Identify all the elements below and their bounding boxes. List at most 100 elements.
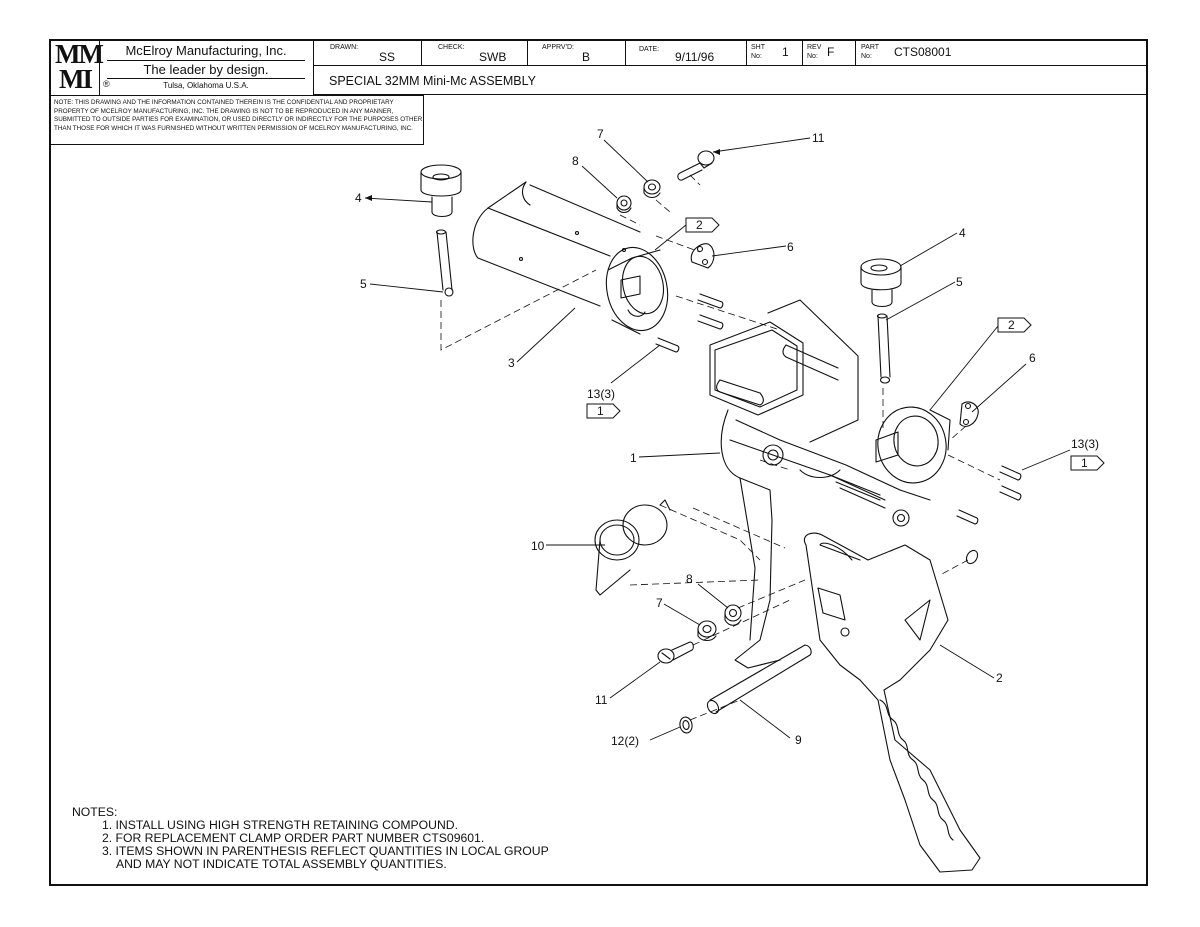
check-cell: CHECK: SWB — [422, 41, 528, 66]
callout-3: 3 — [508, 356, 515, 370]
callout-2-grip: 2 — [996, 671, 1003, 685]
notice-line: PROPERTY OF McElroy Manufacturing, Inc. … — [54, 107, 394, 115]
company-divider-2 — [107, 78, 305, 79]
approved-value: B — [582, 50, 591, 64]
date-label: DATE: — [639, 46, 660, 53]
part-11-screw-low — [657, 641, 694, 664]
callout-1: 1 — [630, 451, 637, 465]
tag-2-left — [685, 217, 720, 233]
part-value: CTS08001 — [894, 45, 952, 59]
callout-13-right: 13(3) — [1071, 437, 1099, 451]
part-3-tube — [472, 181, 641, 307]
callout-5-left: 5 — [360, 277, 367, 291]
part-4-knob-left — [420, 164, 462, 218]
drawn-label: DRAWN: — [330, 44, 359, 51]
logo-bottom-letters: MI — [59, 64, 93, 94]
part-6-link-right — [959, 401, 979, 427]
company-location: Tulsa, Oklahoma U.S.A. — [163, 81, 249, 90]
sheet-label-2: No: — [751, 53, 762, 60]
part-5-pin-right — [876, 313, 891, 384]
part-11-screw-top — [677, 150, 715, 181]
approved-cell: APPRV'D: B — [528, 41, 626, 66]
company-block: McElroy Manufacturing, Inc. The leader b… — [99, 41, 314, 95]
notice-line: NOTE: THIS DRAWING AND THE INFORMATION C… — [54, 99, 394, 106]
callout-6-right: 6 — [1029, 351, 1036, 365]
sheet-cell: SHT No: 1 — [747, 41, 803, 66]
part-1-body — [709, 299, 931, 669]
check-value: SWB — [479, 50, 507, 64]
note-item: 2. FOR REPLACEMENT CLAMP ORDER PART NUMB… — [102, 831, 485, 845]
callout-8-top: 8 — [572, 154, 579, 168]
part-5-pin-left — [435, 229, 454, 297]
callout-11-low: 11 — [595, 693, 608, 707]
part-2-handle — [804, 532, 981, 873]
tag-1-left — [586, 403, 621, 419]
notes-heading: NOTES: — [72, 805, 118, 819]
company-divider-1 — [107, 60, 305, 61]
part-9-pin — [706, 644, 812, 715]
tag-1-right — [1070, 455, 1105, 471]
notice-line: THAN THOSE FOR WHICH IT WAS FURNISHED WI… — [54, 124, 413, 132]
handle-logo-stamp — [817, 587, 846, 621]
callout-6-left: 6 — [787, 240, 794, 254]
rev-cell: REV No: F — [803, 41, 856, 66]
date-cell: DATE: 9/11/96 — [626, 41, 747, 66]
rev-value: F — [827, 45, 835, 59]
part-2-clamp-right — [875, 406, 951, 484]
callout-1-tag-left: 1 — [597, 404, 604, 418]
company-name: McElroy Manufacturing, Inc. — [125, 43, 287, 58]
drawing-title-row: SPECIAL 32MM Mini-Mc ASSEMBLY — [313, 66, 1147, 95]
note-item: 1. INSTALL USING HIGH STRENGTH RETAINING… — [102, 818, 458, 832]
registered-mark: ® — [103, 79, 110, 89]
check-label: CHECK: — [438, 44, 465, 51]
title-row: DRAWN: SS CHECK: SWB APPRV'D: B DATE: 9/… — [313, 41, 1147, 66]
confidential-notice: NOTE: THIS DRAWING AND THE INFORMATION C… — [51, 95, 424, 145]
callout-tags — [586, 217, 1105, 471]
note-item: AND MAY NOT INDICATE TOTAL ASSEMBLY QUAN… — [116, 857, 447, 871]
part-10-spring — [594, 499, 671, 596]
callout-11-top: 11 — [812, 131, 825, 145]
part-12-ring-low — [679, 716, 693, 734]
drawn-cell: DRAWN: SS — [313, 41, 422, 66]
callout-5-right: 5 — [956, 275, 963, 289]
callout-10: 10 — [531, 539, 545, 553]
part-label-2: No: — [861, 53, 872, 60]
assembly-center-lines — [440, 174, 1001, 721]
part-8-spacer-top — [616, 195, 632, 214]
leader-lines — [364, 137, 1071, 741]
date-value: 9/11/96 — [675, 50, 715, 64]
drawing-sheet: MM MI McElroy Manufacturing, Inc. The le… — [49, 39, 1148, 886]
rev-label-2: No: — [807, 53, 818, 60]
part-13-pins-right — [956, 465, 1022, 525]
callout-8-low: 8 — [686, 572, 693, 586]
part-cell: PART No: CTS08001 — [856, 41, 1147, 66]
callout-9: 9 — [795, 733, 802, 747]
callout-2-tag-right: 2 — [1008, 318, 1015, 332]
tag-2-right — [997, 317, 1032, 333]
part-label-1: PART — [861, 44, 880, 51]
callout-4-left: 4 — [355, 191, 362, 205]
callout-4-right: 4 — [959, 226, 966, 240]
part-13-pins-left — [655, 293, 724, 353]
callout-7-low: 7 — [656, 596, 663, 610]
rev-label-1: REV — [807, 44, 822, 51]
callout-labels: 11 7 8 4 5 3 2 6 13(3) 1 4 5 2 6 13(3) 1… — [355, 127, 1099, 748]
company-slogan: The leader by design. — [143, 62, 269, 77]
callout-1-tag-right: 1 — [1081, 456, 1088, 470]
callout-2-tag-left: 2 — [696, 218, 703, 232]
drawn-value: SS — [379, 50, 396, 64]
note-item: 3. ITEMS SHOWN IN PARENTHESIS REFLECT QU… — [102, 844, 549, 858]
callout-13-left: 13(3) — [587, 387, 615, 401]
part-4-knob-right — [860, 258, 902, 308]
drawing-title: SPECIAL 32MM Mini-Mc ASSEMBLY — [329, 74, 537, 88]
callout-12: 12(2) — [611, 734, 639, 748]
part-7-bushing-top — [643, 179, 661, 199]
mmi-logo: MM MI — [51, 39, 104, 95]
part-7-bushing-low — [697, 620, 717, 642]
part-8-spacer-low — [724, 604, 742, 626]
sheet-label-1: SHT — [751, 44, 765, 51]
part-6-link-left — [690, 243, 715, 269]
notice-line: SUBMITTED TO OUTSIDE PARTIES FOR EXAMINA… — [54, 116, 423, 124]
leader-arrowheads — [365, 149, 720, 201]
